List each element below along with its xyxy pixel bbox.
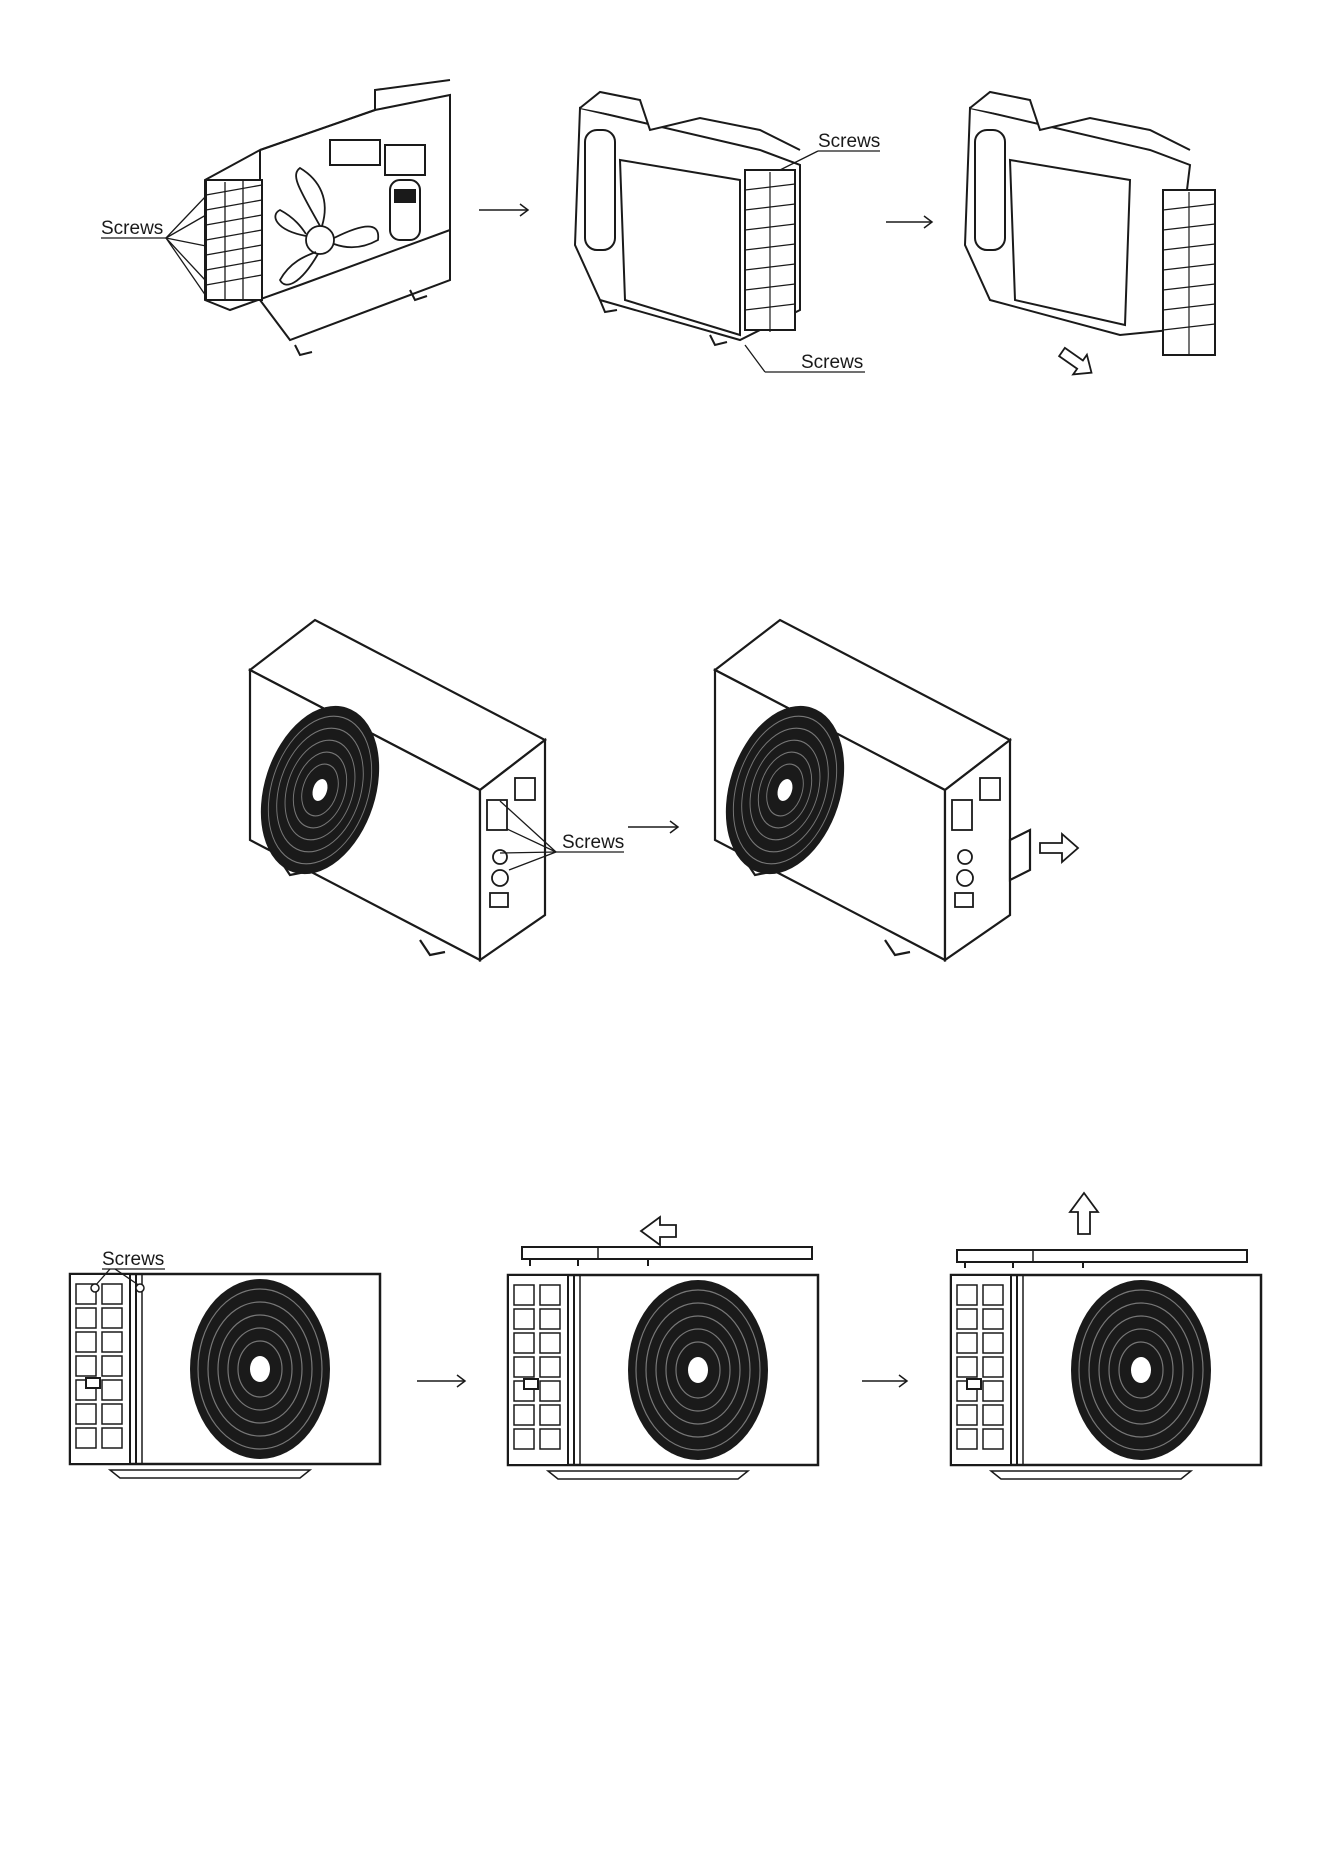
remove-direction-arrow-icon xyxy=(1040,834,1078,862)
screws-label-s1-mid-bottom: Screws xyxy=(801,352,863,373)
section-2-side-cover-removal: Screws xyxy=(242,620,1078,960)
unit-rear-panel-detached xyxy=(965,92,1215,355)
unit-front-2 xyxy=(508,1275,818,1479)
screws-label-s2: Screws xyxy=(562,832,624,853)
screws-label-s1-mid-top: Screws xyxy=(818,131,880,152)
unit-iso-left xyxy=(242,620,545,960)
screw-icon xyxy=(91,1284,99,1292)
slide-left-arrow-icon xyxy=(641,1217,676,1245)
top-cover-panel xyxy=(522,1247,812,1266)
step-arrow-icon xyxy=(862,1375,907,1387)
section-3-top-cover-removal: Screws xyxy=(70,1193,1261,1479)
unit-front-3 xyxy=(951,1275,1261,1479)
unit-iso-right xyxy=(707,620,1030,960)
screws-leader-lines-s1-left xyxy=(101,196,206,296)
remove-direction-arrow-icon xyxy=(1055,342,1098,382)
screw-icon xyxy=(136,1284,144,1292)
screws-label-s1-left: Screws xyxy=(101,218,163,239)
step-arrow-icon xyxy=(886,216,932,228)
step-arrow-icon xyxy=(628,821,678,833)
step-arrow-icon xyxy=(417,1375,465,1387)
unit-front-1 xyxy=(70,1274,380,1478)
screws-label-s3: Screws xyxy=(102,1249,164,1270)
unit-rear-view xyxy=(575,92,800,345)
open-unit-with-fan xyxy=(205,80,450,355)
section-1-rear-panel-removal: Screws Scre xyxy=(101,80,1215,382)
step-arrow-icon xyxy=(479,204,528,216)
top-cover-panel xyxy=(957,1250,1247,1268)
lift-up-arrow-icon xyxy=(1070,1193,1098,1234)
